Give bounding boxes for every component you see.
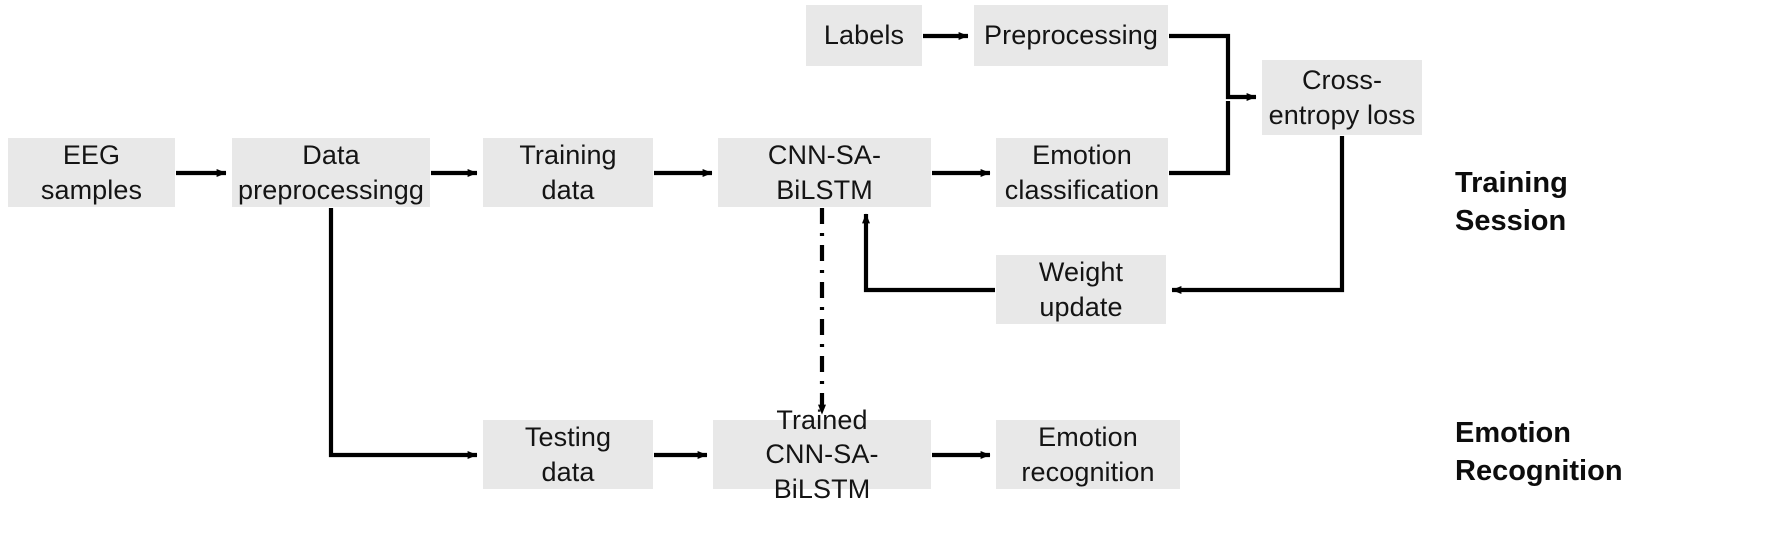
node-eeg-samples[interactable]: EEG samples xyxy=(8,138,175,207)
node-training-data[interactable]: Training data xyxy=(483,138,653,207)
node-labels[interactable]: Labels xyxy=(806,5,922,66)
node-cnn-sa-bilstm[interactable]: CNN-SA-BiLSTM xyxy=(718,138,931,207)
node-emotion-classification[interactable]: Emotion classification xyxy=(996,138,1168,207)
edge-preprocessing-to-testing xyxy=(328,208,478,459)
node-preprocessing[interactable]: Preprocessing xyxy=(974,5,1168,66)
node-data-preprocessing[interactable]: Data preprocessingg xyxy=(232,138,430,207)
edge-classification-to-loss xyxy=(1169,101,1231,176)
edge-preprocessing-to-loss xyxy=(1169,33,1257,101)
node-emotion-recognition[interactable]: Emotion recognition xyxy=(996,420,1180,489)
section-label-emotion-recognition: Emotion Recognition xyxy=(1455,417,1623,487)
node-testing-data[interactable]: Testing data xyxy=(483,420,653,489)
node-weight-update[interactable]: Weight update xyxy=(996,255,1166,324)
edge-loss-to-weight-update xyxy=(1171,136,1345,294)
section-label-training-session: Training Session xyxy=(1455,167,1568,237)
node-cross-entropy-loss[interactable]: Cross- entropy loss xyxy=(1262,60,1422,135)
edge-weight-update-to-model xyxy=(862,213,995,293)
node-trained-cnn-sa-bilstm[interactable]: Trained CNN-SA-BiLSTM xyxy=(713,405,931,504)
